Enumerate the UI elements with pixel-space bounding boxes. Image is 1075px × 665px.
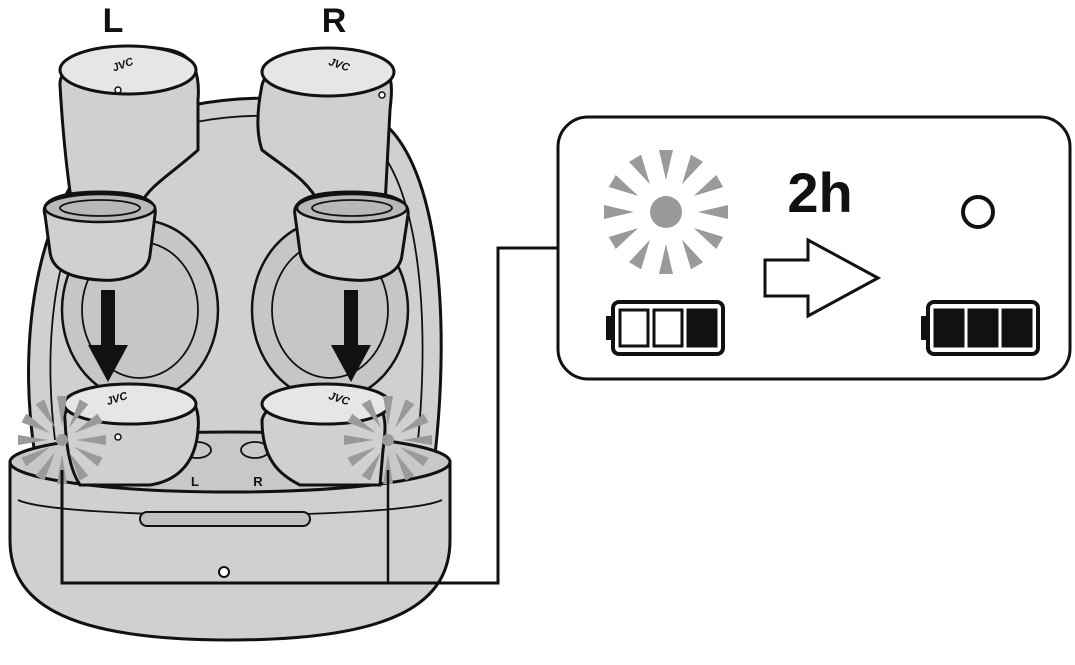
flash-ray: [628, 154, 650, 185]
case-indicator-led: [218, 566, 230, 578]
flash-ray: [74, 447, 103, 467]
flash-ray: [21, 447, 50, 467]
flash-ray: [69, 399, 89, 428]
blinking-led-icon: [604, 150, 728, 274]
flash-ray: [682, 154, 704, 185]
flash-ray: [659, 244, 673, 274]
led-dot: [56, 434, 68, 446]
flash-ray: [402, 435, 432, 445]
flash-ray: [57, 454, 67, 484]
flash-ray: [18, 435, 48, 445]
insert-right-arrow: [331, 290, 371, 382]
battery-segment: [652, 308, 684, 348]
flash-ray: [608, 174, 639, 196]
flash-ray: [361, 399, 381, 428]
transition-arrow: [763, 237, 882, 319]
left-earbud-led-flash: [18, 396, 106, 484]
flash-ray: [604, 205, 634, 219]
left-earbud-top: JVC: [42, 44, 200, 282]
flash-ray: [361, 452, 381, 481]
flash-ray: [608, 228, 639, 250]
flash-ray: [344, 435, 374, 445]
flash-ray: [693, 228, 724, 250]
case-label-right: R: [253, 474, 263, 489]
flash-ray: [76, 435, 106, 445]
led-off-icon: [961, 195, 995, 229]
battery-charging-icon: [606, 300, 725, 356]
flash-ray: [693, 174, 724, 196]
flash-ray: [395, 452, 415, 481]
flash-ray: [74, 413, 103, 433]
flash-ray: [35, 452, 55, 481]
flash-ray: [682, 239, 704, 270]
right-earbud-top: JVC: [256, 46, 410, 282]
battery-segment: [1001, 308, 1033, 348]
right-earbud-label: R: [322, 2, 347, 40]
flash-ray: [659, 150, 673, 180]
flash-ray: [395, 399, 415, 428]
led-dot: [650, 196, 682, 228]
flash-ray: [400, 447, 429, 467]
flash-ray: [628, 239, 650, 270]
flash-ray: [347, 413, 376, 433]
case-base: [8, 460, 452, 642]
flash-ray: [35, 399, 55, 428]
battery-segment: [967, 308, 999, 348]
battery-segment: [686, 308, 718, 348]
flash-ray: [347, 447, 376, 467]
flash-ray: [400, 413, 429, 433]
flash-ray: [383, 396, 393, 426]
left-earbud-seated: JVC: [62, 382, 200, 487]
flash-ray: [57, 396, 67, 426]
left-earbud-label: L: [103, 2, 124, 40]
case-label-left: L: [191, 474, 199, 489]
insert-left-arrow: [88, 290, 128, 382]
flash-ray: [698, 205, 728, 219]
battery-segment: [933, 308, 965, 348]
led-dot: [382, 434, 394, 446]
right-earbud-led-flash: [344, 396, 432, 484]
charge-duration: 2h: [787, 161, 852, 224]
case-groove: [139, 511, 311, 527]
battery-full-icon: [921, 300, 1040, 356]
flash-ray: [21, 413, 50, 433]
flash-ray: [383, 454, 393, 484]
battery-segment: [618, 308, 650, 348]
charging-callout: 2h: [556, 115, 1072, 381]
flash-ray: [69, 452, 89, 481]
connector-line: [60, 246, 560, 585]
